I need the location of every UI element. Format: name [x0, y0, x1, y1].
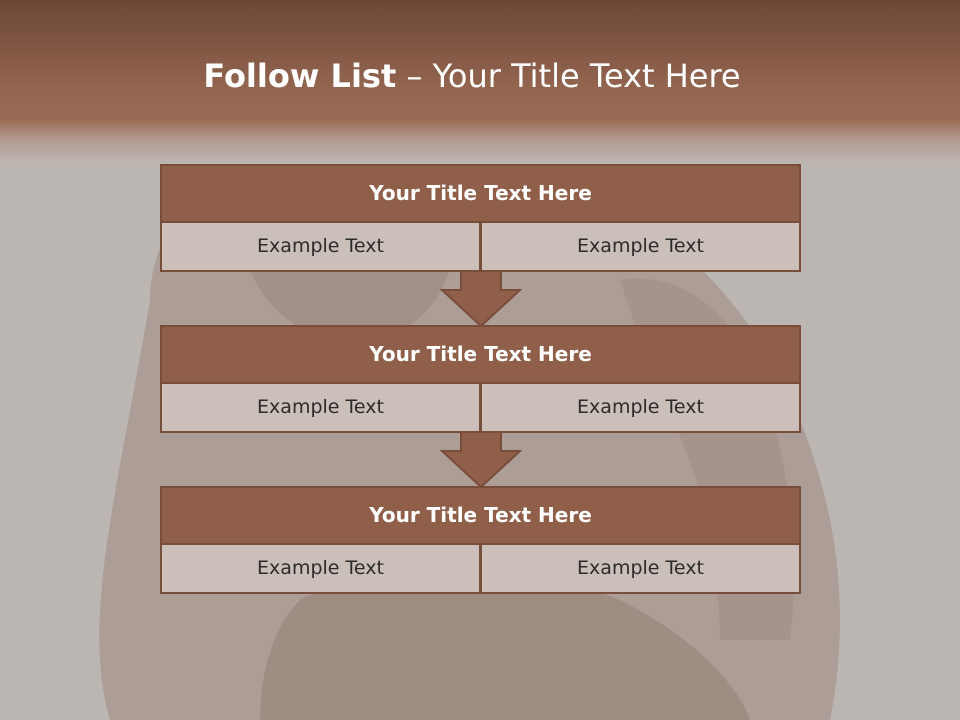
slide-title: Follow List – Your Title Text Here: [0, 52, 944, 100]
block-title: Your Title Text Here: [160, 486, 801, 545]
block-title: Your Title Text Here: [160, 164, 801, 223]
block-cell-left: Example Text: [160, 221, 481, 272]
block-cell-right: Example Text: [480, 543, 801, 594]
slide-title-rest: – Your Title Text Here: [406, 57, 741, 95]
slide-title-bold: Follow List: [203, 57, 397, 95]
header-band: [0, 0, 960, 165]
block-cell-left: Example Text: [160, 382, 481, 433]
block-title: Your Title Text Here: [160, 325, 801, 384]
block-cell-right: Example Text: [480, 382, 801, 433]
down-arrow-icon: [440, 270, 522, 328]
down-arrow-icon: [440, 431, 522, 489]
block-cell-right: Example Text: [480, 221, 801, 272]
block-cell-left: Example Text: [160, 543, 481, 594]
